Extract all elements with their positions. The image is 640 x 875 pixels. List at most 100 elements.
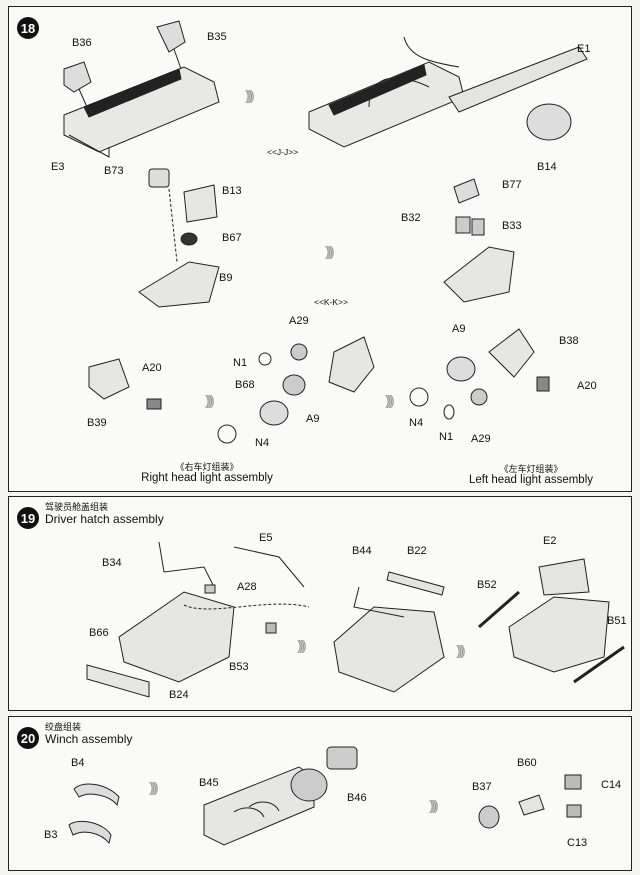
part-b77: [453, 178, 480, 204]
label-a28: A28: [237, 581, 257, 593]
label-b9: B9: [219, 272, 233, 284]
label-kk: <<K-K>>: [314, 297, 349, 307]
flow-arrow: )))): [245, 87, 255, 103]
label-b38: B38: [559, 335, 579, 347]
part-b14: [526, 103, 572, 141]
label-b32: B32: [401, 212, 421, 224]
label-c13: C13: [567, 837, 588, 849]
right-headlight-drawing: [88, 336, 375, 444]
label-a29-left: A29: [471, 433, 491, 445]
part-b9: [138, 261, 220, 308]
part-b44-hull: [333, 606, 445, 693]
part-b24: [86, 664, 150, 698]
step-number-18: 18: [17, 17, 39, 39]
flow-arrow: )))): [385, 392, 395, 408]
label-b33: B33: [502, 220, 522, 232]
left-headlight-caption-cn: 《左车灯组装》: [499, 464, 563, 474]
label-b22: B22: [407, 545, 427, 557]
label-b52: B52: [477, 579, 497, 591]
flow-arrow: )))): [149, 779, 159, 795]
part-b60: [518, 794, 545, 816]
part-e3-hull: [63, 66, 220, 158]
part-e5: [233, 546, 305, 588]
step-18-panel: 18: [8, 6, 632, 492]
label-b37: B37: [472, 781, 492, 793]
part-b45-winch: [203, 766, 328, 846]
step-19-drawing: [86, 541, 625, 698]
label-b73: B73: [104, 165, 124, 177]
part-b4: [73, 783, 120, 807]
step-20-title-cn: 绞盘组装: [45, 722, 82, 732]
part-b32-b33: [455, 216, 485, 236]
label-n1-left: N1: [439, 431, 454, 443]
flow-arrow: )))): [325, 243, 335, 259]
label-a9-right: A9: [306, 413, 320, 425]
right-headlight-caption-cn: 《右车灯组装》: [175, 462, 239, 472]
left-headlight-drawing: [409, 328, 550, 420]
part-c13: [566, 804, 582, 818]
part-e2: [538, 558, 590, 596]
step-20-drawing: [68, 746, 582, 846]
part-c14: [564, 774, 582, 790]
part-b36: [63, 61, 92, 93]
label-b60: B60: [517, 757, 537, 769]
left-headlight-caption: Left head light assembly: [468, 474, 594, 486]
label-b67: B67: [222, 232, 242, 244]
label-b39: B39: [87, 417, 107, 429]
part-b34: [158, 541, 215, 588]
label-n4-left: N4: [409, 417, 424, 429]
label-b34: B34: [102, 557, 122, 569]
flow-arrow: )))): [297, 637, 307, 653]
label-b53: B53: [229, 661, 249, 673]
label-jj: <<J-J>>: [267, 147, 299, 157]
step-18-drawing: [63, 20, 588, 444]
flow-arrow: )))): [205, 392, 215, 408]
step-19-panel: 19 驾驶员舱盖组装 Driver hatch assembly )))) ))…: [8, 496, 632, 711]
label-b24: B24: [169, 689, 189, 701]
label-c14: C14: [601, 779, 622, 791]
label-b13: B13: [222, 185, 242, 197]
label-b36: B36: [72, 37, 92, 49]
part-b3: [68, 820, 112, 845]
part-b46: [326, 746, 358, 770]
label-n1-right: N1: [233, 357, 248, 369]
step-20-panel: 20 绞盘组装 Winch assembly )))) )))) B4 B3 B…: [8, 716, 632, 871]
part-b9-right: [443, 246, 515, 303]
part-b66-hull: [118, 591, 235, 683]
label-b45: B45: [199, 777, 219, 789]
part-right-hull: [308, 61, 465, 148]
part-e1: [448, 46, 588, 113]
step-19-title-cn: 驾驶员舱盖组装: [45, 502, 109, 512]
label-a20-right: A20: [142, 362, 162, 374]
part-b22: [386, 571, 445, 596]
label-b51: B51: [607, 615, 627, 627]
label-b35: B35: [207, 31, 227, 43]
step-19-title: Driver hatch assembly: [45, 512, 164, 526]
label-b77: B77: [502, 179, 522, 191]
label-b14: B14: [537, 161, 557, 173]
step-number-19: 19: [17, 507, 39, 529]
label-e3: E3: [51, 161, 65, 173]
part-b13: [183, 184, 218, 223]
step-number-20: 20: [17, 727, 39, 749]
step-20-title: Winch assembly: [45, 732, 133, 746]
part-b73: [148, 168, 170, 188]
part-b35: [156, 20, 186, 53]
label-b68: B68: [235, 379, 255, 391]
label-a20-left: A20: [577, 380, 597, 392]
label-b44: B44: [352, 545, 372, 557]
part-b51-hull: [508, 596, 610, 673]
label-a9-left: A9: [452, 323, 466, 335]
label-e2: E2: [543, 535, 557, 547]
part-b37: [478, 805, 500, 829]
flow-arrow: )))): [456, 642, 466, 658]
label-b3: B3: [44, 829, 58, 841]
label-b66: B66: [89, 627, 109, 639]
label-n4-right: N4: [255, 437, 270, 449]
label-b46: B46: [347, 792, 367, 804]
label-e5: E5: [259, 532, 273, 544]
label-a29-right: A29: [289, 315, 309, 327]
label-e1: E1: [577, 43, 591, 55]
flow-arrow: )))): [429, 797, 439, 813]
part-b67: [180, 232, 198, 246]
